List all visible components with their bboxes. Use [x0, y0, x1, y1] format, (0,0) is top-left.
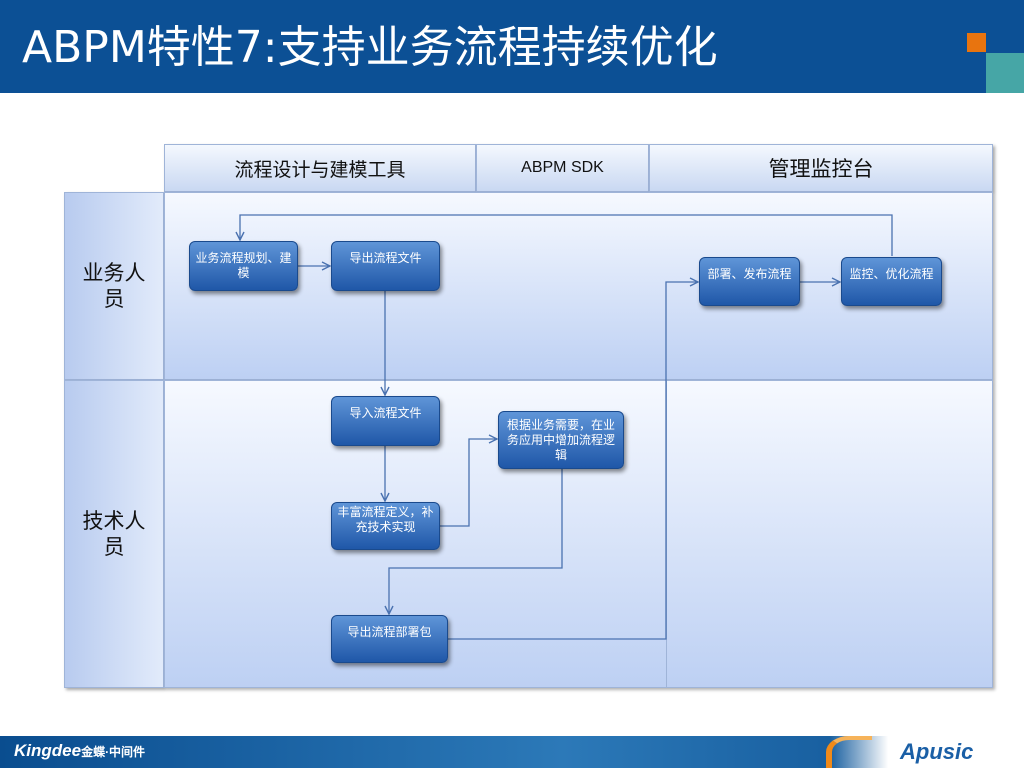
column-header-label: ABPM SDK	[521, 159, 604, 176]
node-business-process-modeling: 业务流程规划、建模	[189, 241, 298, 291]
kingdee-logo-sub: 金蝶·中间件	[81, 745, 146, 759]
node-export-process-file: 导出流程文件	[331, 241, 440, 291]
column-header-monitor-console: 管理监控台	[649, 144, 993, 192]
teal-square-decoration	[986, 53, 1024, 93]
lane-label-business: 业务人员	[64, 192, 164, 380]
kingdee-logo: Kingdee金蝶·中间件	[14, 741, 146, 760]
arrow-n6-n8	[389, 469, 563, 614]
lane-label-text: 技术人员	[82, 509, 146, 559]
apusic-logo: Apusic	[900, 739, 974, 764]
lane-label-text: 业务人员	[82, 261, 146, 311]
node-export-deployment-package: 导出流程部署包	[331, 615, 448, 663]
column-header-label: 流程设计与建模工具	[234, 158, 406, 181]
page-title: ABPM特性7:支持业务流程持续优化	[22, 22, 718, 73]
node-import-process-file: 导入流程文件	[331, 396, 440, 446]
swirl-decoration	[826, 736, 872, 768]
node-deploy-publish-process: 部署、发布流程	[699, 257, 800, 306]
node-monitor-optimize-process: 监控、优化流程	[841, 257, 942, 306]
column-header-label: 管理监控台	[768, 157, 874, 181]
title-bar	[0, 0, 1024, 93]
arrow-n4-n1	[240, 214, 893, 256]
column-header-sdk: ABPM SDK	[476, 144, 649, 192]
node-enrich-process-definition: 丰富流程定义，补充技术实现	[331, 502, 440, 550]
column-header-design-tool: 流程设计与建模工具	[164, 144, 476, 192]
arrow-n8-n3	[448, 282, 698, 640]
node-add-process-logic: 根据业务需要，在业务应用中增加流程逻辑	[498, 411, 624, 469]
lane-label-technical: 技术人员	[64, 380, 164, 688]
orange-square-decoration	[967, 33, 986, 52]
arrow-n7-n6	[440, 439, 497, 527]
